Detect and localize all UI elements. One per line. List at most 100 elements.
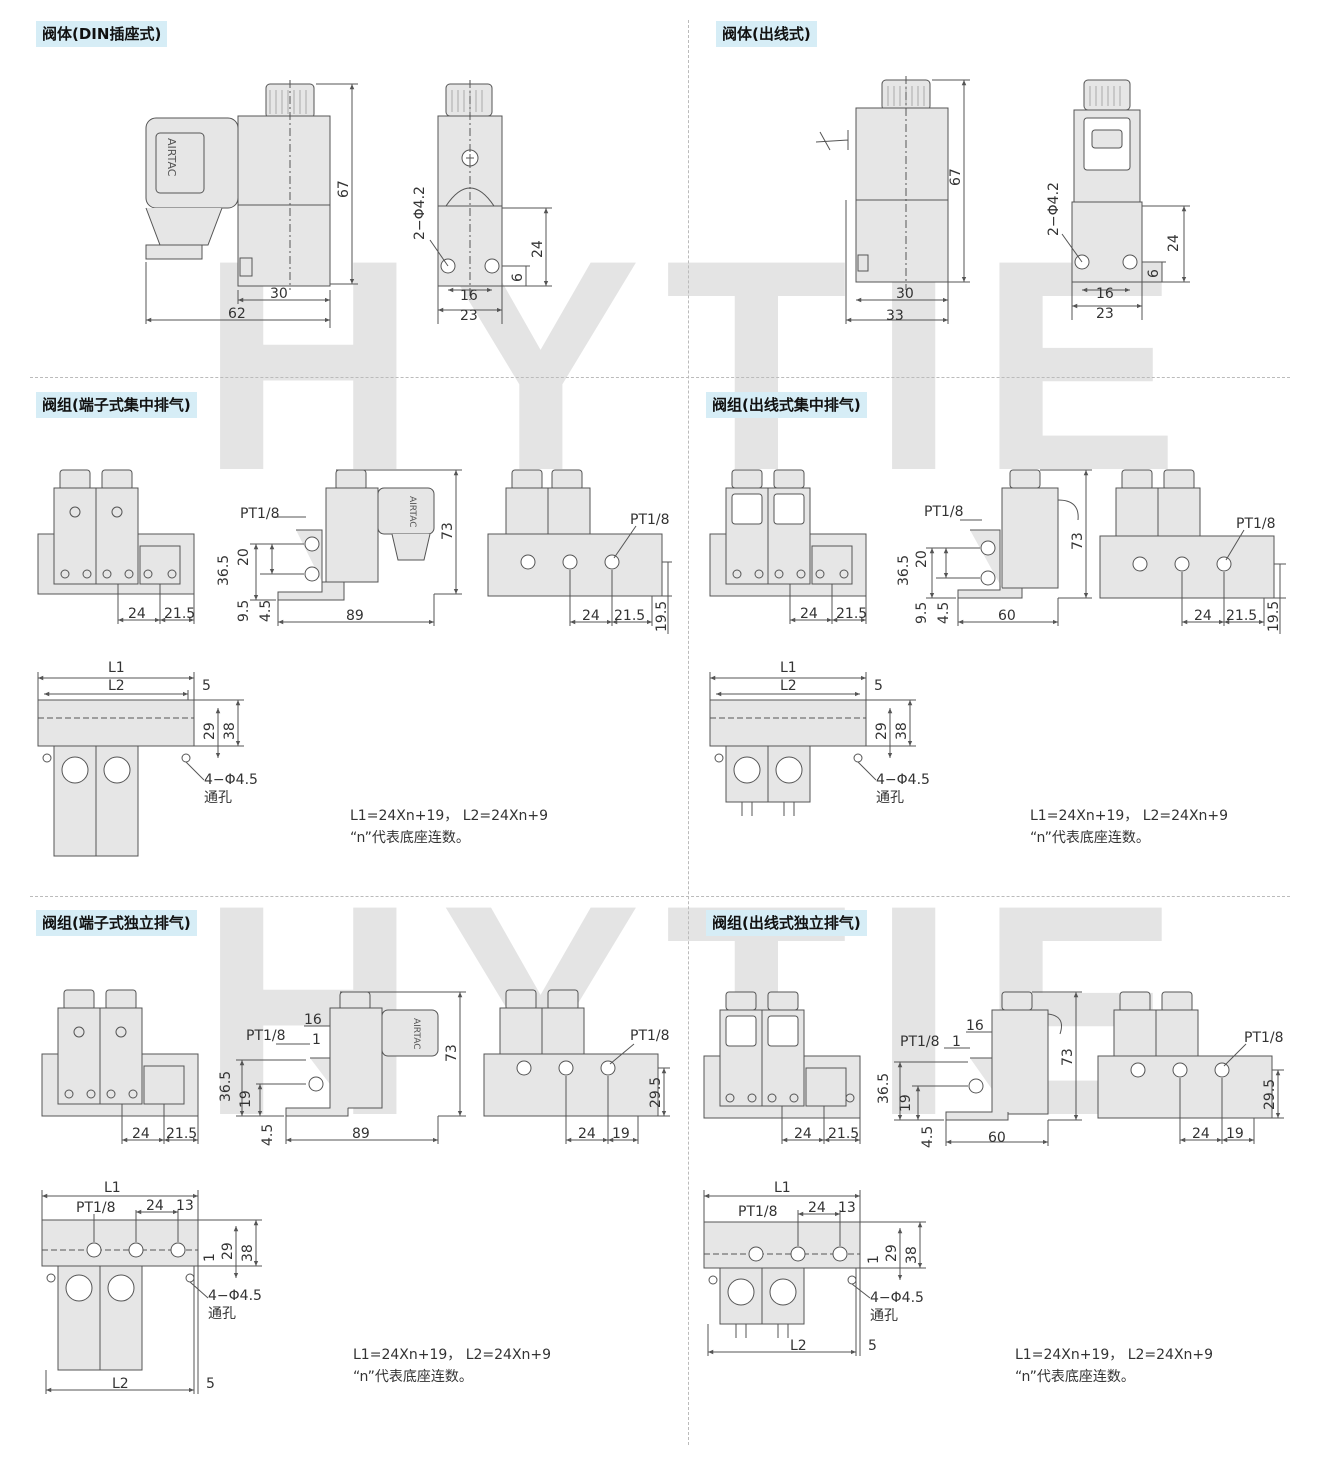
dim-9.5: 9.5 <box>236 600 252 622</box>
section-title-terminal-individual: 阀组(端子式独立排气) <box>36 910 197 936</box>
dim-19: 19 <box>1226 1126 1244 1142</box>
dim-16: 16 <box>460 288 478 304</box>
dim-phi45: 4−Φ4.5 <box>208 1288 262 1304</box>
dim-L2: L2 <box>112 1376 129 1392</box>
dim-1: 1 <box>202 1253 218 1262</box>
dim-19.5: 19.5 <box>654 601 670 632</box>
dim-phi42: 2−Φ4.2 <box>1046 182 1062 236</box>
dim-24: 24 <box>800 606 818 622</box>
divider-row2 <box>30 896 1290 897</box>
dim-67: 67 <box>948 168 964 186</box>
wire-central-front-view: 24 21.5 <box>709 469 867 624</box>
section-title-terminal-central: 阀组(端子式集中排气) <box>36 392 197 418</box>
dim-L2: L2 <box>108 678 125 694</box>
dim-24: 24 <box>1192 1126 1210 1142</box>
wire-individual-side-view: PT1/8 16 1 73 60 36.5 19 4.5 <box>876 991 1082 1148</box>
wire-valve-front-view: 30 33 67 <box>815 76 970 324</box>
brand-label: AIRTAC <box>165 138 178 177</box>
formula-note-bottom-left: L1=24Xn+19， L2=24Xn+9 “n”代表底座连数。 <box>353 1344 551 1388</box>
terminal-central-top-view: L1 L2 5 38 29 4−Φ4.5 通孔 <box>37 660 258 857</box>
label-pt18: PT1/8 <box>1236 516 1276 532</box>
label-pt18: PT1/8 <box>630 512 670 528</box>
formula-line1: L1=24Xn+19， L2=24Xn+9 <box>1030 808 1229 824</box>
section-title-din-valve: 阀体(DIN插座式) <box>36 21 168 47</box>
dim-73: 73 <box>440 522 456 540</box>
dim-24: 24 <box>1194 608 1212 624</box>
formula-line2: “n”代表底座连数。 <box>1015 1369 1135 1385</box>
dim-1: 1 <box>866 1255 882 1264</box>
label-through-hole: 通孔 <box>870 1308 898 1324</box>
terminal-individual-rear-view: PT1/8 24 19 29.5 <box>483 989 670 1144</box>
dim-24: 24 <box>530 240 546 258</box>
dim-phi45: 4−Φ4.5 <box>204 772 258 788</box>
label-through-hole: 通孔 <box>208 1306 236 1322</box>
dim-9.5: 9.5 <box>914 602 930 624</box>
dim-6: 6 <box>1146 269 1162 278</box>
dim-21.5: 21.5 <box>836 606 867 622</box>
dim-4.5: 4.5 <box>936 602 952 624</box>
dim-73: 73 <box>444 1044 460 1062</box>
dim-24: 24 <box>582 608 600 624</box>
dim-36.5: 36.5 <box>876 1073 892 1104</box>
brand-label: AIRTAC <box>407 496 417 528</box>
dim-5: 5 <box>868 1338 877 1354</box>
dim-29: 29 <box>874 722 890 740</box>
label-pt18: PT1/8 <box>1244 1030 1284 1046</box>
wire-central-side-view: PT1/8 73 60 36.5 20 9.5 4.5 <box>896 469 1092 626</box>
terminal-central-rear-view: PT1/8 24 21.5 19.5 <box>487 469 672 634</box>
dim-30: 30 <box>270 286 288 302</box>
dim-29.5: 29.5 <box>648 1077 664 1108</box>
wire-valve-side-view: 16 23 24 6 2−Φ4.2 <box>1046 79 1190 322</box>
label-pt18: PT1/8 <box>924 504 964 520</box>
dim-60: 60 <box>988 1130 1006 1146</box>
dim-23: 23 <box>1096 306 1114 322</box>
dim-24: 24 <box>128 606 146 622</box>
terminal-individual-top-view: L1 PT1/8 24 13 38 29 1 4−Φ4.5 通孔 L2 5 <box>41 1180 262 1394</box>
dim-6: 6 <box>510 273 526 282</box>
label-through-hole: 通孔 <box>204 790 232 806</box>
dim-38: 38 <box>222 722 238 740</box>
terminal-individual-side-view: AIRTAC PT1/8 16 1 73 89 36.5 19 4.5 <box>218 991 466 1146</box>
label-pt18: PT1/8 <box>900 1034 940 1050</box>
label-pt18: PT1/8 <box>630 1028 670 1044</box>
dim-33: 33 <box>886 308 904 324</box>
dim-21.5: 21.5 <box>1226 608 1257 624</box>
label-pt18: PT1/8 <box>76 1200 116 1216</box>
brand-label: AIRTAC <box>411 1018 421 1050</box>
dim-23: 23 <box>460 308 478 324</box>
dim-L1: L1 <box>104 1180 121 1196</box>
dim-29.5: 29.5 <box>1262 1079 1278 1110</box>
dim-60: 60 <box>998 608 1016 624</box>
dim-29: 29 <box>202 722 218 740</box>
dim-36.5: 36.5 <box>896 555 912 586</box>
dim-24: 24 <box>146 1198 164 1214</box>
section-title-wire-central: 阀组(出线式集中排气) <box>706 392 867 418</box>
dim-38: 38 <box>904 1246 920 1264</box>
dim-38: 38 <box>240 1244 256 1262</box>
dim-5: 5 <box>206 1376 215 1392</box>
dim-21.5: 21.5 <box>828 1126 859 1142</box>
divider-row1 <box>30 377 1290 378</box>
dim-13: 13 <box>838 1200 856 1216</box>
terminal-central-front-view: 24 21.5 <box>37 469 195 624</box>
dim-16: 16 <box>304 1012 322 1028</box>
formula-note-bottom-right: L1=24Xn+19， L2=24Xn+9 “n”代表底座连数。 <box>1015 1344 1213 1388</box>
dim-21.5: 21.5 <box>166 1126 197 1142</box>
dim-19: 19 <box>238 1090 254 1108</box>
din-valve-front-view: AIRTAC 30 62 67 <box>145 80 358 328</box>
formula-note-top-left: L1=24Xn+19， L2=24Xn+9 “n”代表底座连数。 <box>350 805 548 849</box>
dim-73: 73 <box>1060 1048 1076 1066</box>
formula-note-top-right: L1=24Xn+19， L2=24Xn+9 “n”代表底座连数。 <box>1030 805 1228 849</box>
wire-central-top-view: L1 L2 5 38 29 4−Φ4.5 通孔 <box>709 660 930 816</box>
dim-89: 89 <box>352 1126 370 1142</box>
formula-line2: “n”代表底座连数。 <box>353 1369 473 1385</box>
section-title-wire-individual: 阀组(出线式独立排气) <box>706 910 867 936</box>
dim-13: 13 <box>176 1198 194 1214</box>
dim-phi45: 4−Φ4.5 <box>870 1290 924 1306</box>
dim-24: 24 <box>578 1126 596 1142</box>
dim-29: 29 <box>884 1244 900 1262</box>
wire-individual-rear-view: PT1/8 24 19 29.5 <box>1097 991 1284 1144</box>
dim-20: 20 <box>236 548 252 566</box>
dim-19.5: 19.5 <box>1266 601 1282 632</box>
dim-L1: L1 <box>774 1180 791 1196</box>
